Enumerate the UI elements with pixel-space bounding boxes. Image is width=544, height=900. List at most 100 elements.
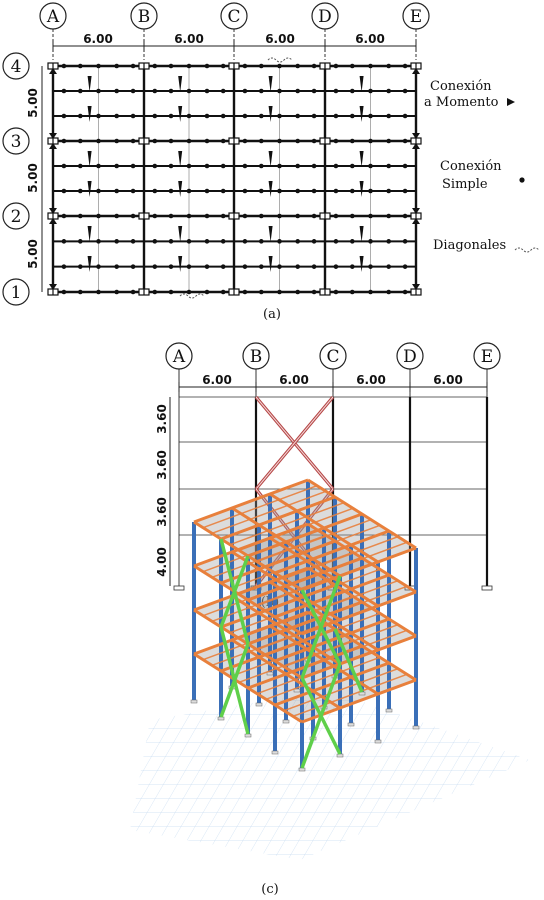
simple-connection-dot bbox=[333, 239, 339, 244]
simple-connection-dot bbox=[368, 163, 373, 169]
story-height-2: 3.60 bbox=[155, 497, 169, 527]
simple-connection-dot bbox=[295, 88, 301, 94]
simple-connection-dot bbox=[259, 213, 264, 219]
plan-grid-bubble-C bbox=[220, 2, 248, 30]
simple-connection-dot bbox=[130, 163, 136, 169]
simple-connection-dot bbox=[168, 113, 174, 119]
simple-connection-dot bbox=[61, 188, 67, 194]
model-joist bbox=[211, 490, 327, 535]
simple-connection-dot bbox=[152, 113, 158, 119]
model-joist bbox=[211, 534, 327, 579]
simple-connection-dot bbox=[311, 239, 317, 244]
plan-grid-label-C: C bbox=[227, 7, 240, 27]
plan-bay-width-4: 6.00 bbox=[355, 32, 385, 46]
brace-symbol-icon bbox=[514, 247, 540, 253]
simple-connection-dot bbox=[350, 213, 355, 219]
simple-connection-dot bbox=[259, 239, 264, 244]
plan-grid-bubble-E bbox=[402, 2, 430, 30]
moment-connection-mark bbox=[49, 133, 57, 139]
model-beam bbox=[274, 617, 390, 663]
simple-connection-dot bbox=[242, 113, 248, 119]
simple-connection-dot bbox=[204, 138, 210, 144]
plan-row-bubble-4 bbox=[2, 52, 30, 80]
plan-span-mark bbox=[178, 226, 183, 242]
model-beam bbox=[274, 529, 390, 575]
model-beam bbox=[193, 478, 309, 524]
simple-connection-dot bbox=[277, 188, 282, 194]
simple-connection-dot bbox=[96, 113, 101, 119]
caption-c: (c) bbox=[261, 882, 278, 897]
model-joist bbox=[265, 524, 381, 569]
model-joist bbox=[292, 541, 408, 586]
simple-connection-dot bbox=[130, 63, 136, 69]
simple-connection-dot bbox=[96, 63, 101, 69]
simple-connection-dot bbox=[96, 239, 101, 244]
simple-connection-dot bbox=[78, 138, 83, 144]
simple-connection-dot bbox=[220, 188, 226, 194]
simple-connection-dot bbox=[168, 88, 174, 94]
simple-connection-dot bbox=[277, 88, 282, 94]
plan-grid-label-A: A bbox=[46, 7, 60, 27]
simple-connection-dot bbox=[96, 138, 101, 144]
plan-span-mark bbox=[178, 106, 183, 122]
model-beam bbox=[301, 634, 417, 680]
simple-connection-dot bbox=[204, 63, 210, 69]
simple-connection-dot bbox=[295, 239, 301, 244]
simple-connection-dot bbox=[277, 163, 282, 169]
simple-connection-dot bbox=[152, 63, 158, 69]
plan-grid-bubble-B bbox=[130, 2, 158, 30]
simple-connection-dot bbox=[220, 289, 226, 295]
plan-span-mark bbox=[268, 76, 273, 92]
model-joist bbox=[283, 667, 399, 712]
simple-connection-dot bbox=[259, 188, 264, 194]
simple-connection-dot bbox=[295, 63, 301, 69]
simple-connection-dot bbox=[311, 113, 317, 119]
simple-connection-dot bbox=[61, 239, 67, 244]
simple-connection-dot bbox=[259, 264, 264, 269]
simple-connection-dot bbox=[259, 289, 264, 295]
simple-connection-dot bbox=[96, 264, 101, 269]
simple-connection-dot bbox=[220, 264, 226, 269]
simple-connection-dot bbox=[402, 289, 408, 295]
simple-connection-dot bbox=[220, 138, 226, 144]
simple-connection-dot bbox=[186, 63, 192, 69]
model-beam bbox=[247, 512, 363, 558]
plan-span-mark bbox=[359, 256, 364, 272]
simple-connection-dot bbox=[277, 264, 282, 269]
simple-connection-dot bbox=[152, 239, 158, 244]
moment-connection-mark bbox=[49, 143, 57, 149]
simple-connection-dot bbox=[386, 88, 392, 94]
plan-span-mark bbox=[359, 106, 364, 122]
plan-bay-height-1: 5.00 bbox=[26, 88, 40, 118]
model-base bbox=[255, 702, 263, 707]
model-beam bbox=[301, 546, 417, 592]
model-base bbox=[282, 719, 290, 724]
elev-grid-label-D: D bbox=[403, 347, 417, 367]
simple-connection-dot bbox=[114, 113, 119, 119]
simple-connection-dot bbox=[130, 213, 136, 219]
brace-symbol bbox=[267, 57, 293, 63]
simple-connection-dot bbox=[242, 213, 248, 219]
simple-connection-dot bbox=[168, 188, 174, 194]
simple-connection-dot bbox=[350, 289, 355, 295]
model-joist bbox=[211, 578, 327, 623]
simple-connection-dot bbox=[402, 138, 408, 144]
simple-connection-dot bbox=[402, 88, 408, 94]
simple-connection-dot bbox=[386, 138, 392, 144]
elev-grid-bubble-C bbox=[319, 342, 347, 370]
simple-connection-dot bbox=[350, 88, 355, 94]
moment-connection-mark bbox=[49, 68, 57, 74]
plan-row-label-4: 4 bbox=[11, 57, 22, 77]
simple-connection-dot bbox=[333, 138, 339, 144]
simple-connection-dot bbox=[220, 163, 226, 169]
plan-span-mark bbox=[359, 76, 364, 92]
brace-symbol bbox=[179, 293, 205, 299]
simple-connection-dot bbox=[333, 264, 339, 269]
simple-connection-dot bbox=[152, 213, 158, 219]
simple-connection-dot bbox=[259, 138, 264, 144]
model-joist bbox=[238, 595, 354, 640]
elev-grid-bubble-A bbox=[165, 342, 193, 370]
plan-grid-label-D: D bbox=[318, 7, 332, 27]
model-joist bbox=[292, 585, 408, 630]
simple-connection-dot bbox=[152, 188, 158, 194]
